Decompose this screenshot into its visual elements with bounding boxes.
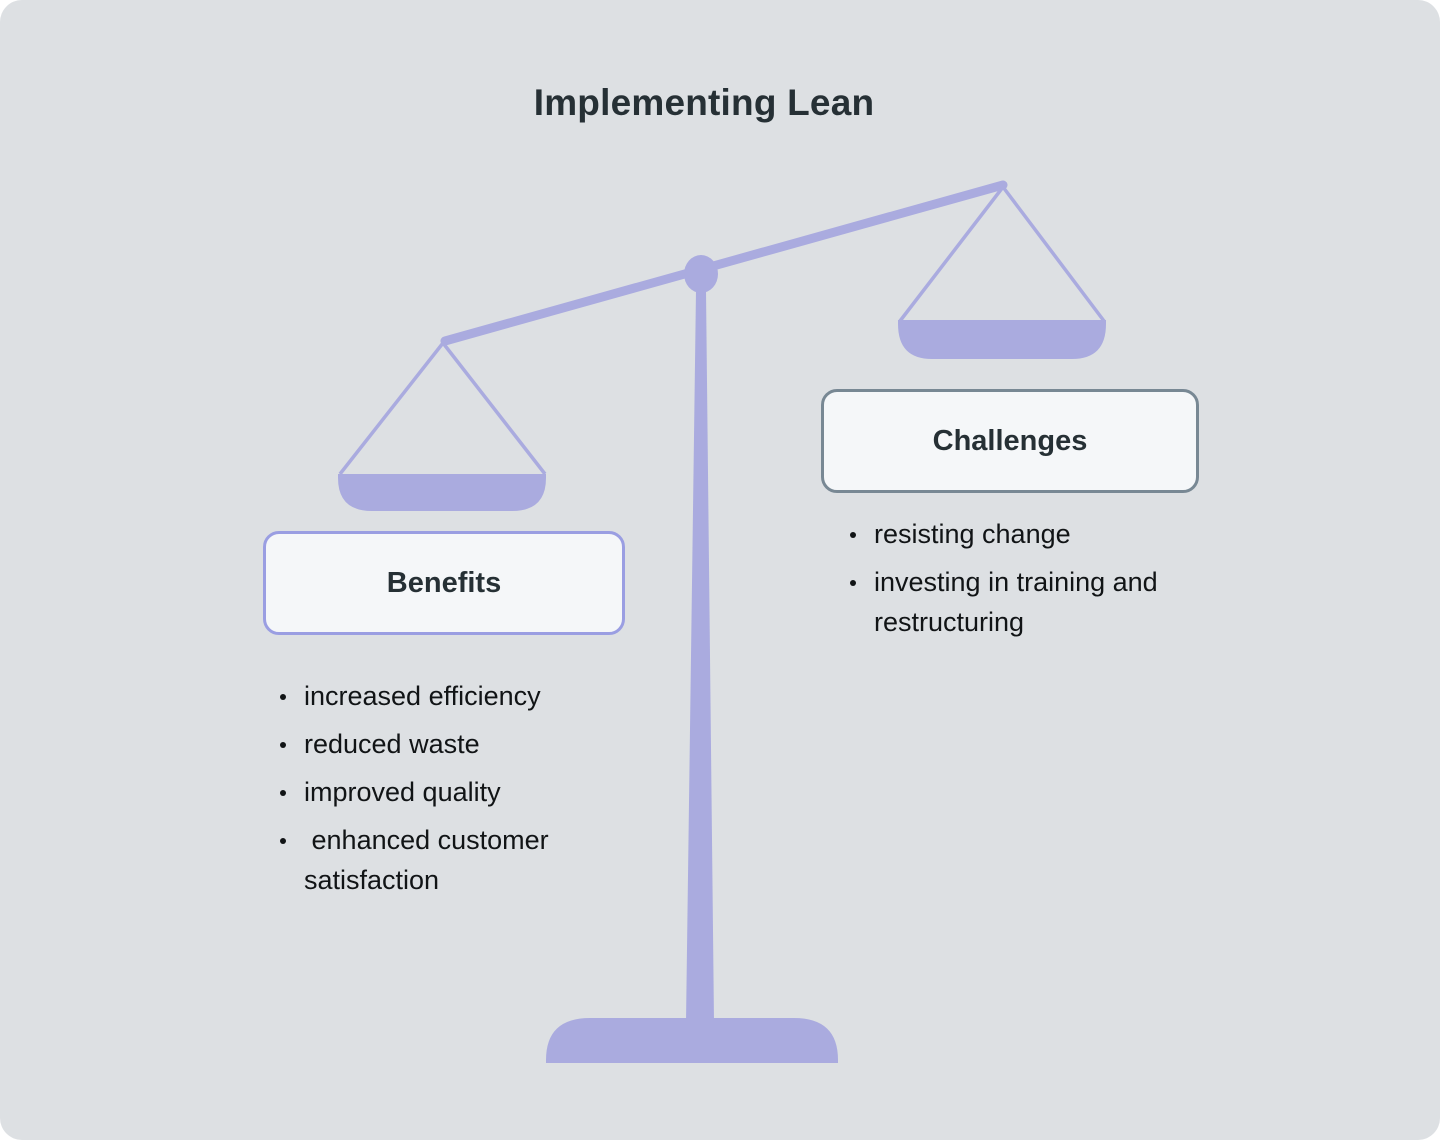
challenges-label: Challenges (932, 424, 1088, 457)
challenge-item: investing in training and restructuring (844, 562, 1204, 642)
diagram-title: Implementing Lean (533, 82, 875, 123)
challenges-box: Challenges (821, 389, 1199, 493)
scale-pole (686, 290, 714, 1022)
left-pan (338, 474, 546, 511)
benefit-item: improved quality (274, 772, 614, 812)
benefit-item: enhanced customer satisfaction (274, 820, 614, 900)
benefits-label: Benefits (386, 566, 502, 599)
right-pan (898, 320, 1106, 359)
benefits-box: Benefits (263, 531, 625, 635)
left-pan-strings (338, 341, 547, 476)
challenge-item: resisting change (844, 514, 1204, 554)
benefit-item: increased efficiency (274, 676, 614, 716)
challenges-list: resisting change investing in training a… (844, 514, 1204, 650)
benefit-item: reduced waste (274, 724, 614, 764)
scale-beam (440, 180, 1008, 346)
scale-base (546, 1018, 838, 1063)
scale-pivot (684, 255, 718, 293)
right-pan-strings (898, 185, 1106, 323)
benefits-list: increased efficiency reduced waste impro… (274, 676, 614, 908)
